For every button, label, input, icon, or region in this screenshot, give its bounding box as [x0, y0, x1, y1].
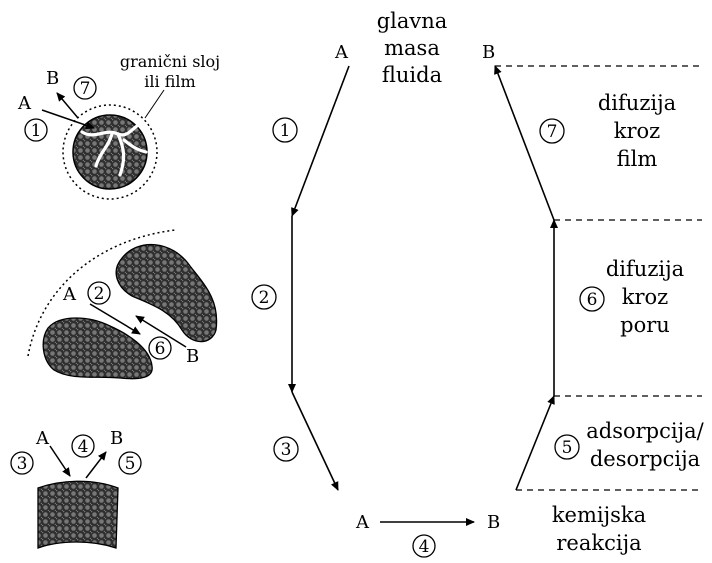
step-number-7-left: 7: [80, 79, 91, 99]
step-number-1-left: 1: [31, 121, 42, 141]
path-step-3: [291, 391, 339, 491]
reaction-line-1: kemijska: [552, 503, 646, 527]
surface-arrow-a: [49, 445, 71, 477]
step-badge-4: [412, 534, 436, 558]
step-badge-5: [554, 434, 580, 460]
step-number-3-left: 3: [17, 454, 28, 474]
step-number-6: 6: [587, 290, 598, 310]
step-number-5-left: 5: [125, 454, 136, 474]
pore-species-b: B: [186, 346, 199, 367]
step-badge-4-left: [71, 434, 95, 458]
film-species-b: B: [46, 68, 59, 89]
pore-arrow-out: [135, 315, 187, 348]
particle-film-illustration: A B 1 7 granični sloj ili film: [17, 52, 220, 200]
step-badge-2: [251, 284, 277, 310]
surface-reaction-illustration: A B 3 4 5: [10, 428, 142, 549]
step-number-4-left: 4: [78, 437, 89, 457]
film-label-leader: [144, 89, 165, 119]
catalyst-surface: [37, 480, 119, 549]
step-number-4: 4: [419, 537, 430, 557]
pore-diffusion-line-3: poru: [620, 313, 670, 337]
adsorption-line-1: adsorpcija/: [586, 419, 704, 443]
surface-species-b: B: [110, 428, 123, 449]
step-badge-2-left: [87, 281, 111, 305]
film-species-a: A: [17, 93, 32, 114]
step-badge-7-left: [73, 76, 97, 100]
film-diffusion-line-1: difuzija: [598, 91, 676, 115]
step-number-2-left: 2: [94, 284, 105, 304]
step-badge-6: [579, 286, 605, 312]
pore-channel: [80, 122, 148, 177]
step-number-3: 3: [281, 440, 292, 460]
path-step-1: [291, 65, 350, 217]
step-badge-1: [272, 117, 298, 143]
bulk-fluid-line-2: masa: [384, 36, 440, 60]
path-step-7: [494, 65, 555, 221]
step-badge-3-left: [10, 451, 34, 475]
step-badge-1-left: [24, 118, 48, 142]
lower-particle: [42, 317, 153, 380]
pore-diffusion-line-1: difuzija: [606, 257, 684, 281]
path-species-b-top: B: [482, 42, 495, 63]
step-number-7: 7: [547, 122, 558, 142]
reaction-line-2: reakcija: [556, 531, 641, 555]
step-number-6-left: 6: [155, 339, 166, 359]
step-number-2: 2: [259, 288, 270, 308]
surface-arrow-b: [85, 451, 107, 479]
path-species-a-top: A: [334, 42, 349, 63]
upper-particle: [115, 244, 218, 343]
pore-diffusion-line-2: kroz: [622, 285, 668, 309]
pathway-diagram: glavna masa fluida A B A B 1 2 3 4 5: [251, 9, 705, 558]
pore-species-a: A: [62, 284, 77, 305]
path-species-a-bottom: A: [355, 512, 370, 533]
pore-diffusion-illustration: A 2 6 B: [27, 229, 218, 380]
step-badge-3: [273, 436, 299, 462]
path-step-5: [515, 395, 555, 491]
adsorption-line-2: desorpcija: [590, 447, 700, 471]
film-label-line-1: granični sloj: [120, 52, 220, 71]
step-badge-5-left: [118, 451, 142, 475]
step-badge-6-left: [148, 336, 172, 360]
surface-species-a: A: [35, 428, 50, 449]
bulk-fluid-line-1: glavna: [377, 9, 448, 33]
pore-arrow-in: [89, 303, 141, 335]
film-arrow-a: [41, 109, 95, 130]
film-boundary: [62, 104, 158, 200]
film-diffusion-line-2: kroz: [614, 119, 660, 143]
film-arrow-b: [56, 92, 79, 119]
film-diffusion-line-3: film: [617, 147, 658, 171]
path-species-b-bottom: B: [487, 512, 500, 533]
step-badge-7: [539, 118, 565, 144]
step-number-5: 5: [562, 438, 573, 458]
bulk-fluid-line-3: fluida: [382, 63, 442, 87]
film-label-line-2: ili film: [144, 72, 195, 91]
step-number-1: 1: [280, 121, 291, 141]
